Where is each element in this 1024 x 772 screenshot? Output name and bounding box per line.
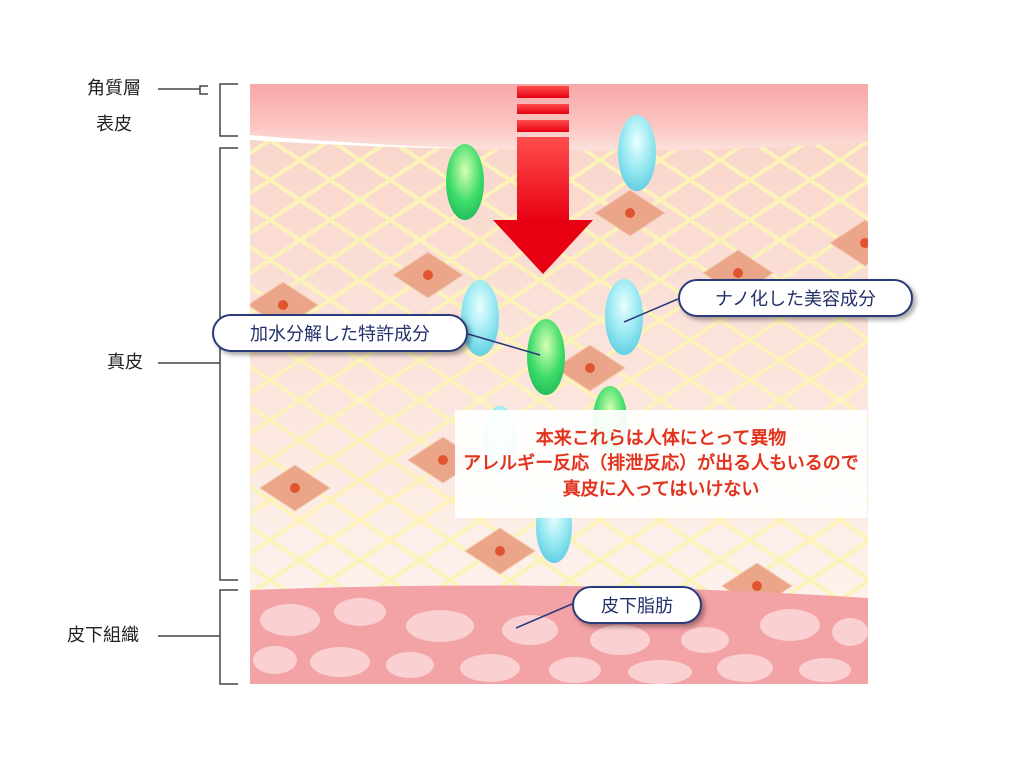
epidermis-layer: [250, 84, 868, 151]
label-stratum-corneum: 角質層: [87, 78, 141, 99]
cell: [829, 219, 868, 267]
penetration-arrow: [493, 86, 593, 274]
green-capsule: [446, 144, 484, 220]
blue-capsule: [461, 280, 499, 356]
blue-capsule: [618, 115, 656, 191]
label-epidermis: 表皮: [96, 114, 132, 135]
subcutaneous-layer: [250, 585, 868, 684]
cell: [392, 251, 464, 299]
warning-line-1: 本来これらは人体にとって異物: [535, 428, 787, 450]
warning-line-3: 真皮に入ってはいけない: [562, 478, 760, 500]
cell: [259, 464, 331, 512]
green-capsule: [527, 319, 565, 395]
callout-nano-ingredient: ナノ化した美容成分: [678, 279, 913, 317]
callout-hydrolyzed-ingredient: 加水分解した特許成分: [212, 314, 468, 352]
warning-line-2: アレルギー反応（排泄反応）が出る人もいるので: [463, 453, 859, 475]
cell: [554, 344, 626, 392]
callout-leaders: [467, 298, 679, 629]
layer-brackets: [158, 83, 238, 685]
cell: [594, 189, 666, 237]
warning-note: 本来これらは人体にとって異物 アレルギー反応（排泄反応）が出る人もいるので 真皮…: [455, 410, 867, 518]
blue-capsule: [605, 279, 643, 355]
label-subcutaneous: 皮下組織: [67, 625, 139, 646]
callout-subcutaneous-fat: 皮下脂肪: [572, 586, 702, 624]
cell: [464, 527, 536, 575]
label-dermis: 真皮: [107, 352, 143, 373]
